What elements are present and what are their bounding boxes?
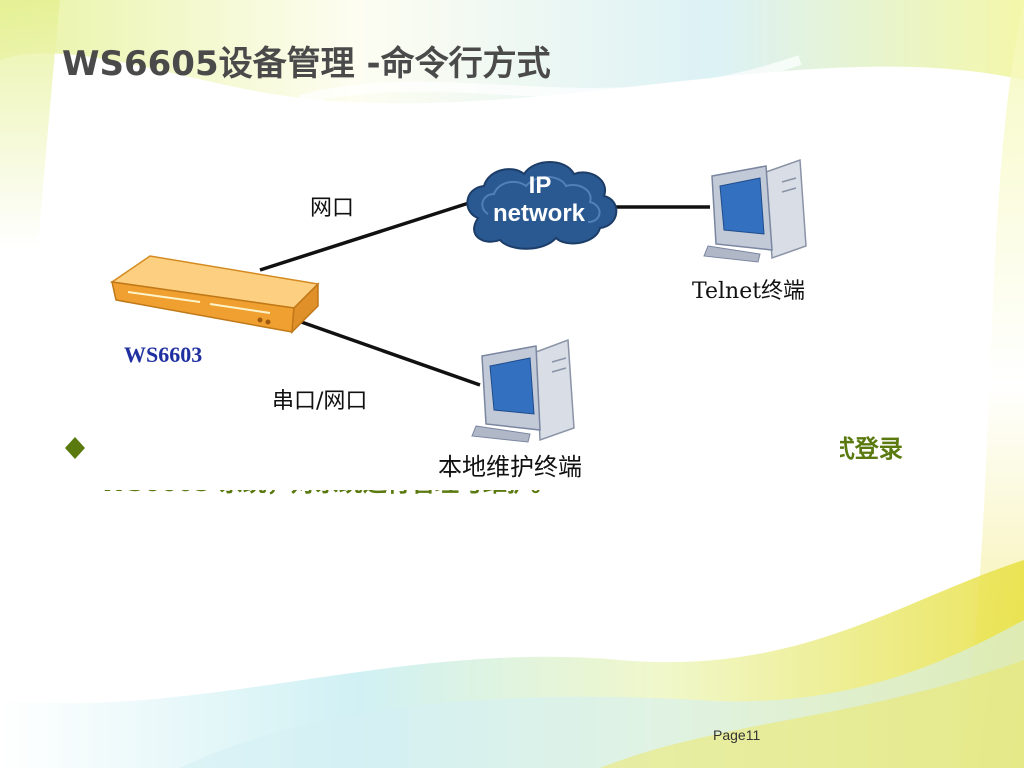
page-number: Page11 [713,727,761,743]
diamond-bullet-icon [65,437,85,459]
telnet-terminal-label: Telnet终端 [692,279,805,304]
local-terminal-label: 本地维护终端 [438,453,582,481]
slide-title: WS6605设备管理 -命令行方式 [62,44,551,84]
router-device-icon [109,255,320,334]
link-device-to-network [259,200,473,272]
link-device-to-local [289,316,481,387]
link-local-label: 串口/网口 [272,389,367,414]
link-network-label: 网口 [310,196,354,221]
bullet-text-tail: 式登录 [830,435,903,463]
desktop-computer-icon [703,158,807,263]
device-label: WS6603 [124,342,202,367]
cloud-label-line2: network [493,200,586,227]
desktop-computer-icon [471,338,575,443]
cloud-label-line1: IP [529,172,552,199]
cloud-icon [466,161,618,250]
